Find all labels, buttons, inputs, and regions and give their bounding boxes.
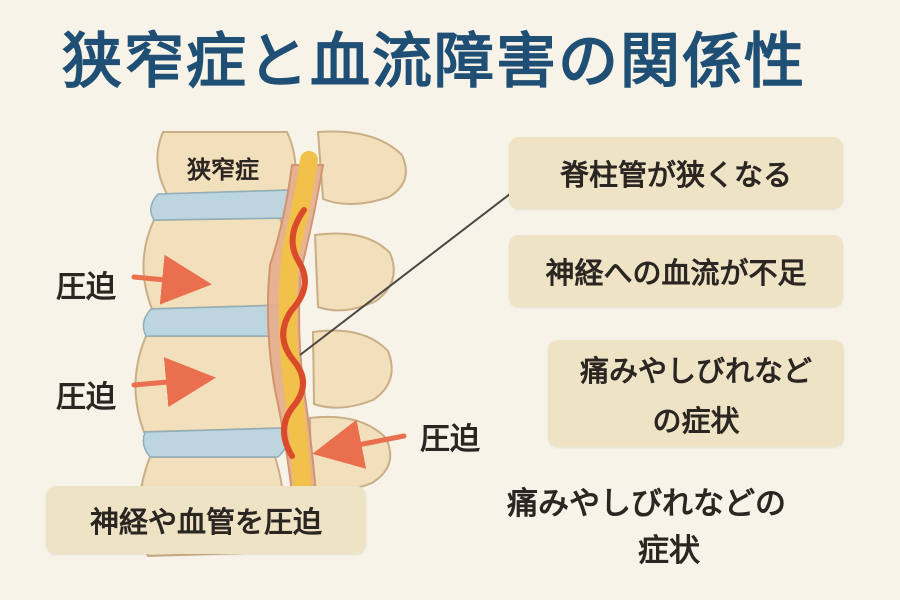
compression-label-left-2: 圧迫 <box>56 380 116 415</box>
disc-1 <box>150 189 296 221</box>
spinous-process-3 <box>311 329 393 409</box>
blood-shortage-text: 神経への血流が不足 <box>545 256 807 290</box>
compression-label-right: 圧迫 <box>420 422 480 457</box>
compression-arrow-2 <box>131 357 216 408</box>
canal-narrow-box: 脊柱管が狭くなる <box>509 137 843 209</box>
page-title: 狭窄症と血流障害の関係性 <box>62 27 806 97</box>
symptoms-line-1: 痛みやしびれなど <box>579 353 812 388</box>
symptoms-line-2: の症状 <box>652 403 740 438</box>
compress-text: 神経や血管を圧迫 <box>89 505 322 539</box>
blood-vessel <box>280 207 308 459</box>
stenosis-label: 狭窄症 <box>187 156 259 184</box>
compression-label-left-1: 圧迫 <box>56 270 116 305</box>
disc-3 <box>142 427 289 458</box>
symptoms-box: 痛みやしびれなど の症状 <box>548 340 844 447</box>
spinous-process-1 <box>316 130 407 206</box>
compression-arrow-3 <box>312 419 407 469</box>
canal-narrow-text: 脊柱管が狭くなる <box>559 158 792 192</box>
symptoms-free-line-2: 症状 <box>638 533 700 569</box>
compress-box: 神経や血管を圧迫 <box>46 486 366 554</box>
symptoms-free-line-1: 痛みやしびれなどの <box>507 486 786 522</box>
compression-arrow-1 <box>131 254 212 305</box>
spinous-process-4 <box>308 415 392 492</box>
callout-line <box>299 193 511 356</box>
spinous-process-2 <box>313 232 395 312</box>
spinal-cord <box>278 151 318 541</box>
blood-shortage-box: 神経への血流が不足 <box>509 235 843 307</box>
